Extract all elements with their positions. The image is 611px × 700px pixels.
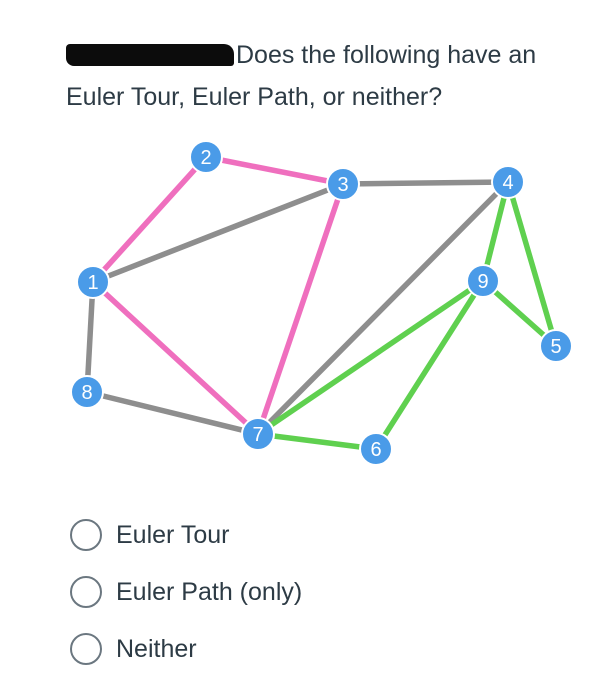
node-circle-2 (189, 140, 223, 174)
option-euler-path-label: Euler Path (only) (116, 577, 303, 606)
graph-diagram: 1 2 3 4 5 6 7 8 9 (70, 140, 573, 466)
edge-4-7 (255, 179, 511, 437)
graph-nodes: 1 2 3 4 5 6 7 8 9 (70, 140, 573, 466)
node-label-8: 8 (81, 382, 92, 404)
redacted-question-number (66, 44, 234, 66)
node-6: 6 (359, 432, 393, 466)
edge-7-6 (255, 431, 379, 452)
node-7: 7 (241, 417, 275, 451)
node-circle-5 (539, 329, 573, 363)
radio-euler-tour[interactable] (70, 519, 102, 551)
node-label-7: 7 (252, 424, 263, 446)
option-euler-tour-label: Euler Tour (116, 520, 230, 549)
edge-9-7 (255, 278, 486, 437)
edge-4-5 (505, 179, 559, 349)
node-label-9: 9 (477, 271, 488, 293)
node-4: 4 (491, 165, 525, 199)
option-euler-path[interactable]: Euler Path (only) (70, 572, 302, 612)
node-3: 3 (326, 167, 360, 201)
node-circle-1 (76, 265, 110, 299)
node-label-5: 5 (550, 336, 561, 358)
option-neither[interactable]: Neither (70, 629, 302, 669)
node-circle-8 (70, 375, 104, 409)
edge-1-8 (84, 279, 96, 395)
radio-euler-path[interactable] (70, 576, 102, 608)
option-euler-tour[interactable]: Euler Tour (70, 515, 302, 555)
node-circle-7 (241, 417, 275, 451)
node-circle-6 (359, 432, 393, 466)
node-5: 5 (539, 329, 573, 363)
edge-3-4 (340, 179, 511, 187)
edge-2-3 (203, 154, 346, 187)
edge-1-3 (90, 181, 346, 285)
edge-8-7 (84, 389, 261, 437)
node-8: 8 (70, 375, 104, 409)
node-circle-3 (326, 167, 360, 201)
question-prompt: Does the following have an Euler Tour, E… (66, 41, 537, 111)
option-neither-label: Neither (116, 634, 197, 663)
node-label-2: 2 (200, 147, 211, 169)
node-1: 1 (76, 265, 110, 299)
question-text: Does the following have an Euler Tour, E… (66, 34, 586, 118)
node-label-6: 6 (370, 439, 381, 461)
radio-neither[interactable] (70, 633, 102, 665)
node-circle-9 (466, 264, 500, 298)
edge-3-7 (255, 181, 346, 437)
edge-9-6 (373, 278, 486, 452)
edge-1-2 (90, 154, 209, 285)
edge-4-9 (480, 179, 511, 284)
graph-edges (84, 154, 559, 452)
node-label-4: 4 (502, 172, 513, 194)
node-label-1: 1 (87, 272, 98, 294)
node-circle-4 (491, 165, 525, 199)
node-9: 9 (466, 264, 500, 298)
node-label-3: 3 (337, 174, 348, 196)
node-2: 2 (189, 140, 223, 174)
edge-1-7 (90, 279, 261, 437)
answer-options: Euler Tour Euler Path (only) Neither (70, 515, 302, 686)
